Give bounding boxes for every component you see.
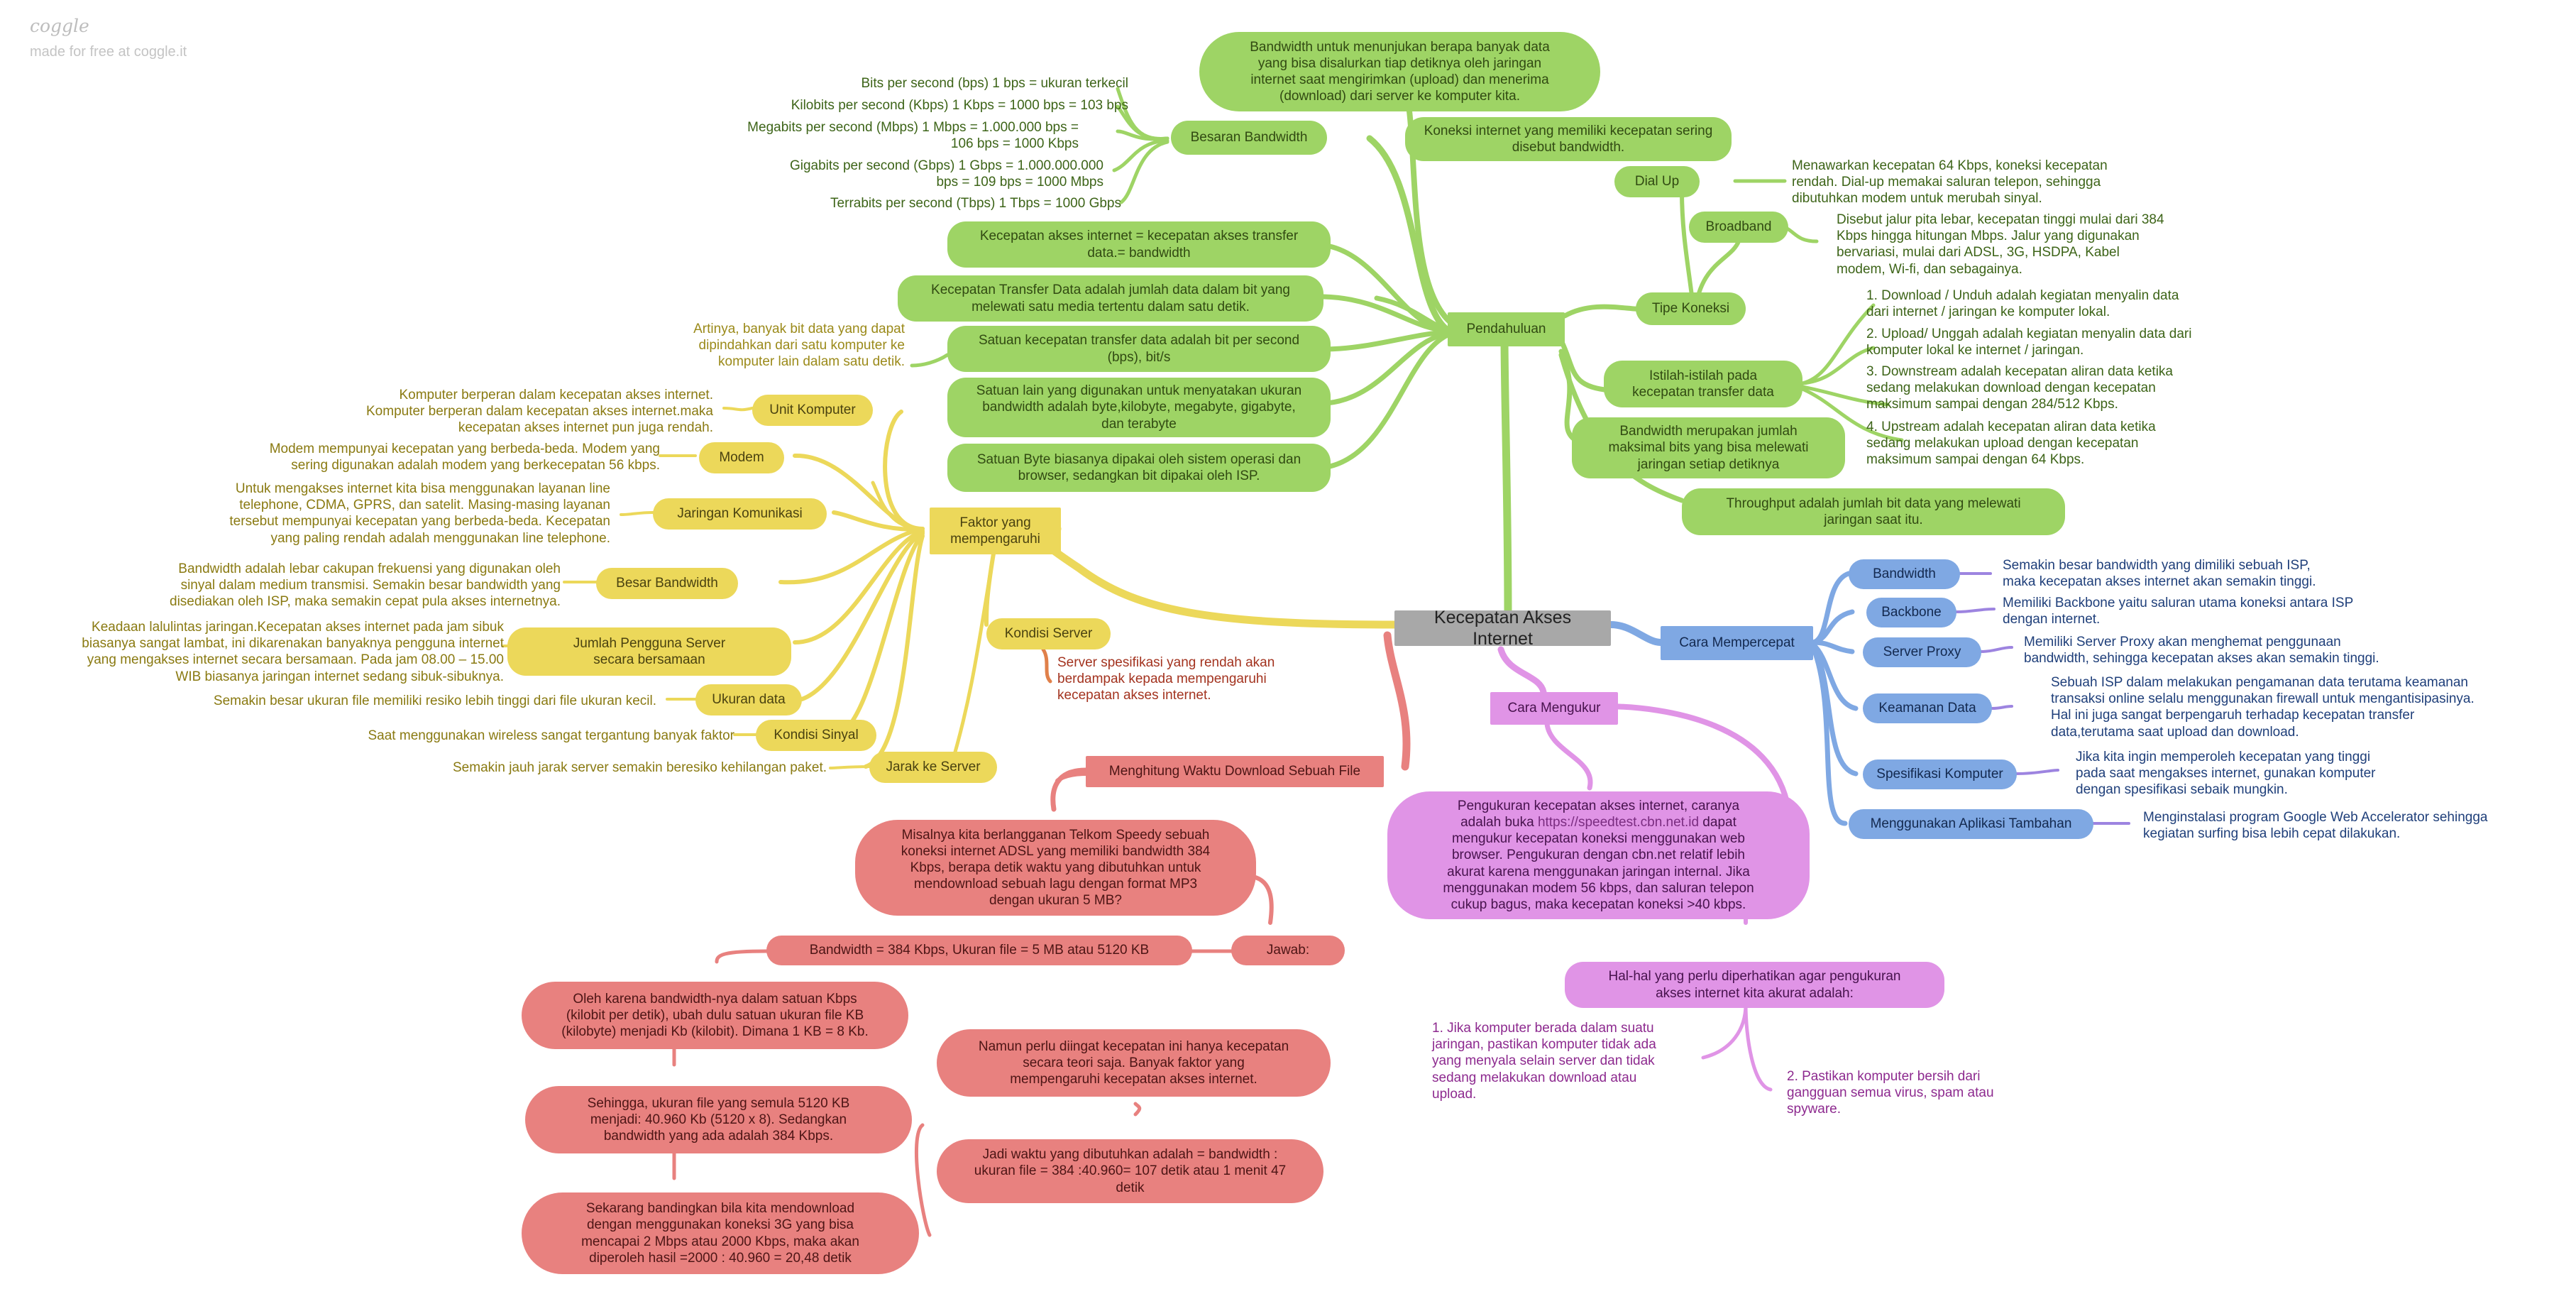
node-server-proxy[interactable]: Server Proxy	[1863, 637, 1981, 667]
node-jadi[interactable]: Jadi waktu yang dibutuhkan adalah = band…	[937, 1139, 1323, 1203]
node-kecepatan-akses[interactable]: Kecepatan akses internet = kecepatan aks…	[947, 221, 1331, 268]
pengukuran-text: Pengukuran kecepatan akses internet, car…	[1443, 798, 1754, 913]
node-jawab[interactable]: Jawab:	[1231, 936, 1345, 965]
node-throughput[interactable]: Throughput adalah jumlah bit data yang m…	[1682, 488, 2065, 535]
node-kecepatan-transfer[interactable]: Kecepatan Transfer Data adalah jumlah da…	[898, 275, 1323, 322]
bandwidth-note: Semakin besar bandwidth yang dimiliki se…	[2003, 558, 2316, 590]
node-bandwidth-definition[interactable]: Bandwidth untuk menunjukan berapa banyak…	[1199, 32, 1600, 111]
node-spesifikasi-komputer[interactable]: Spesifikasi Komputer	[1863, 760, 2017, 789]
node-ukuran-data[interactable]: Ukuran data	[695, 684, 802, 715]
besaran-item: Terrabits per second (Tbps) 1 Tbps = 100…	[830, 196, 1121, 211]
backbone-note: Memiliki Backbone yaitu saluran utama ko…	[2003, 596, 2354, 627]
kondisi-server-note: Server spesifikasi yang rendah akan berd…	[1057, 655, 1275, 703]
ukuran-data-note: Semakin besar ukuran file memiliki resik…	[213, 693, 656, 708]
pengukuran-text-a: Pengukuran kecepatan akses internet, car…	[1457, 798, 1740, 830]
coggle-tagline: made for free at coggle.it	[30, 44, 187, 60]
node-pendahuluan[interactable]: Pendahuluan	[1448, 312, 1565, 346]
pengukuran-item: 2. Pastikan komputer bersih dari ganggua…	[1787, 1069, 1994, 1117]
modem-note: Modem mempunyai kecepatan yang berbeda-b…	[269, 442, 660, 473]
kondisi-sinyal-note: Saat menggunakan wireless sangat tergant…	[368, 728, 735, 743]
node-pengukuran[interactable]: Pengukuran kecepatan akses internet, car…	[1387, 791, 1810, 919]
broadband-note: Disebut jalur pita lebar, kecepatan ting…	[1837, 212, 2164, 277]
node-tipe-koneksi[interactable]: Tipe Koneksi	[1636, 292, 1746, 325]
node-jaringan-komunikasi[interactable]: Jaringan Komunikasi	[653, 498, 827, 530]
node-modem[interactable]: Modem	[699, 442, 784, 473]
node-keamanan-data[interactable]: Keamanan Data	[1863, 693, 1992, 723]
node-unit-komputer[interactable]: Unit Komputer	[752, 395, 873, 426]
besar-bandwidth-note: Bandwidth adalah lebar cakupan frekuensi…	[170, 561, 561, 610]
node-bandwidth[interactable]: Bandwidth	[1849, 559, 1960, 589]
node-satuan-lain[interactable]: Satuan lain yang digunakan untuk menyata…	[947, 378, 1331, 437]
node-namun[interactable]: Namun perlu diingat kecepatan ini hanya …	[937, 1029, 1331, 1097]
dial-up-note: Menawarkan kecepatan 64 Kbps, koneksi ke…	[1792, 158, 2108, 207]
istilah-item: 2. Upload/ Unggah adalah kegiatan menyal…	[1866, 327, 2192, 358]
node-sehingga[interactable]: Sehingga, ukuran file yang semula 5120 K…	[525, 1086, 912, 1153]
node-backbone[interactable]: Backbone	[1866, 598, 1956, 627]
pengukuran-text-b: dapat mengukur kecepatan koneksi menggun…	[1443, 815, 1754, 912]
pengukuran-item: 1. Jika komputer berada dalam suatu jari…	[1432, 1021, 1656, 1102]
node-satuan-byte[interactable]: Satuan Byte biasanya dipakai oleh sistem…	[947, 444, 1331, 492]
coggle-logo: coggle	[30, 16, 89, 36]
node-besar-bandwidth[interactable]: Besar Bandwidth	[596, 568, 738, 599]
node-istilah[interactable]: Istilah-istilah pada kecepatan transfer …	[1604, 361, 1802, 407]
besaran-item: Bits per second (bps) 1 bps = ukuran ter…	[861, 76, 1129, 91]
node-misalnya[interactable]: Misalnya kita berlangganan Telkom Speedy…	[855, 820, 1256, 916]
node-broadband[interactable]: Broadband	[1689, 212, 1788, 243]
node-aplikasi-tambahan[interactable]: Menggunakan Aplikasi Tambahan	[1849, 809, 2093, 839]
istilah-item: 1. Download / Unduh adalah kegiatan meny…	[1866, 288, 2179, 320]
node-diketahui[interactable]: Bandwidth = 384 Kbps, Ukuran file = 5 MB…	[766, 936, 1192, 965]
node-konversi[interactable]: Oleh karena bandwidth-nya dalam satuan K…	[522, 982, 908, 1049]
jumlah-pengguna-note: Keadaan lalulintas jaringan.Kecepatan ak…	[82, 620, 504, 684]
node-besaran-bandwidth[interactable]: Besaran Bandwidth	[1171, 121, 1327, 155]
besaran-item: Gigabits per second (Gbps) 1 Gbps = 1.00…	[789, 158, 1103, 190]
node-bandwidth-maksimal[interactable]: Bandwidth merupakan jumlah maksimal bits…	[1572, 417, 1845, 478]
besaran-item: Kilobits per second (Kbps) 1 Kbps = 1000…	[791, 98, 1128, 113]
node-dial-up[interactable]: Dial Up	[1614, 166, 1700, 197]
node-faktor[interactable]: Faktor yang mempengaruhi	[930, 508, 1061, 554]
satuan-bps-note: Artinya, banyak bit data yang dapat dipi…	[693, 322, 905, 370]
node-cara-mengukur[interactable]: Cara Mengukur	[1490, 692, 1618, 725]
server-proxy-note: Memiliki Server Proxy akan menghemat pen…	[2024, 635, 2379, 667]
node-koneksi[interactable]: Koneksi internet yang memiliki kecepatan…	[1405, 117, 1732, 161]
jaringan-note: Untuk mengakses internet kita bisa mengg…	[229, 481, 610, 546]
jarak-server-note: Semakin jauh jarak server semakin beresi…	[453, 760, 827, 775]
node-bandingkan[interactable]: Sekarang bandingkan bila kita mendownloa…	[522, 1192, 919, 1274]
spesifikasi-komputer-note: Jika kita ingin memperoleh kecepatan yan…	[2076, 750, 2376, 798]
node-kondisi-sinyal[interactable]: Kondisi Sinyal	[756, 720, 876, 751]
besaran-item: Megabits per second (Mbps) 1 Mbps = 1.00…	[747, 120, 1079, 152]
node-jumlah-pengguna[interactable]: Jumlah Pengguna Server secara bersamaan	[507, 627, 791, 676]
node-satuan-bps[interactable]: Satuan kecepatan transfer data adalah bi…	[947, 326, 1331, 372]
node-hal-hal[interactable]: Hal-hal yang perlu diperhatikan agar pen…	[1565, 962, 1944, 1008]
node-menghitung[interactable]: Menghitung Waktu Download Sebuah File	[1086, 756, 1384, 787]
root-node[interactable]: Kecepatan Akses Internet	[1394, 608, 1611, 649]
node-cara-mempercepat[interactable]: Cara Mempercepat	[1661, 626, 1813, 660]
istilah-item: 3. Downstream adalah kecepatan aliran da…	[1866, 364, 2173, 412]
unit-komputer-note: Komputer berperan dalam kecepatan akses …	[366, 388, 713, 436]
aplikasi-tambahan-note: Menginstalasi program Google Web Acceler…	[2143, 810, 2488, 842]
node-kondisi-server[interactable]: Kondisi Server	[986, 618, 1111, 649]
speedtest-link[interactable]: https://speedtest.cbn.net.id	[1537, 815, 1700, 830]
keamanan-data-note: Sebuah ISP dalam melakukan pengamanan da…	[2051, 675, 2475, 740]
istilah-item: 4. Upstream adalah kecepatan aliran data…	[1866, 420, 2156, 468]
node-jarak-server[interactable]: Jarak ke Server	[869, 752, 997, 783]
